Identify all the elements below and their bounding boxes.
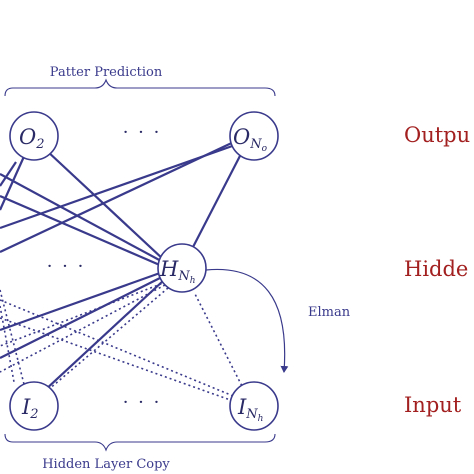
node-i2-sub: 2 xyxy=(29,407,38,422)
output-ellipsis: · · · xyxy=(123,122,162,143)
input-ellipsis: · · · xyxy=(123,392,162,413)
node-in-base: I xyxy=(237,395,247,419)
edge-left-to-hn xyxy=(0,271,161,332)
elman-label: Elman xyxy=(308,305,351,320)
edge-left-to-in-dotted-b xyxy=(0,317,237,403)
node-in-sub: N xyxy=(245,407,258,422)
edge-i1-to-hn xyxy=(0,276,163,359)
svg-text:I2: I2 xyxy=(21,395,39,422)
node-in-subsub: h xyxy=(258,414,264,424)
svg-text:O2: O2 xyxy=(19,125,45,152)
hidden-ellipsis: · · · xyxy=(47,256,86,277)
node-on-base: O xyxy=(233,125,250,149)
node-i2: I2 xyxy=(9,381,59,431)
svg-text:INh: INh xyxy=(237,395,263,424)
copy-to-hidden-edges xyxy=(0,281,245,403)
node-hn: HNh xyxy=(157,243,207,293)
edge-hn-to-left-dotted-b xyxy=(0,281,167,347)
node-hn-sub: N xyxy=(177,269,190,284)
elman-arrow xyxy=(205,268,289,373)
node-i2-base: I xyxy=(21,395,31,419)
edge-hn-to-on xyxy=(191,151,243,250)
edge-hn-to-o1-a xyxy=(0,194,163,268)
edge-hn-to-left-dotted-a xyxy=(0,284,166,373)
edge-hn-to-o2 xyxy=(45,149,165,261)
bottom-brace xyxy=(4,433,276,452)
layer-label-input: Input xyxy=(404,393,462,417)
edge-o1-stub xyxy=(0,161,17,187)
edge-h-left2-to-on xyxy=(0,139,239,253)
input-to-hidden-edges xyxy=(0,271,165,392)
layer-label-output: Outpu xyxy=(404,123,470,147)
edge-i2-to-hn xyxy=(43,279,165,392)
edge-hn-to-i2-dotted xyxy=(47,287,169,391)
layer-label-hidden: Hidde xyxy=(404,257,468,281)
hidden-to-output-edges xyxy=(0,139,243,268)
edge-in-to-hn xyxy=(193,291,245,391)
node-hn-subsub: h xyxy=(190,276,196,286)
top-brace xyxy=(4,78,276,97)
node-on-subsub: o xyxy=(262,144,268,154)
edge-hn-to-o1-b xyxy=(0,173,164,263)
bottom-caption: Hidden Layer Copy xyxy=(42,457,170,472)
svg-text:HNh: HNh xyxy=(159,257,196,286)
node-hn-base: H xyxy=(159,257,179,281)
node-on: ONo xyxy=(229,111,279,161)
svg-text:ONo: ONo xyxy=(233,125,268,154)
node-on-sub: N xyxy=(249,137,262,152)
node-o2-base: O xyxy=(19,125,36,149)
node-o2: O2 xyxy=(9,111,59,161)
top-caption: Patter Prediction xyxy=(50,65,163,80)
node-in: INh xyxy=(229,381,279,431)
node-o2-sub: 2 xyxy=(35,137,44,152)
